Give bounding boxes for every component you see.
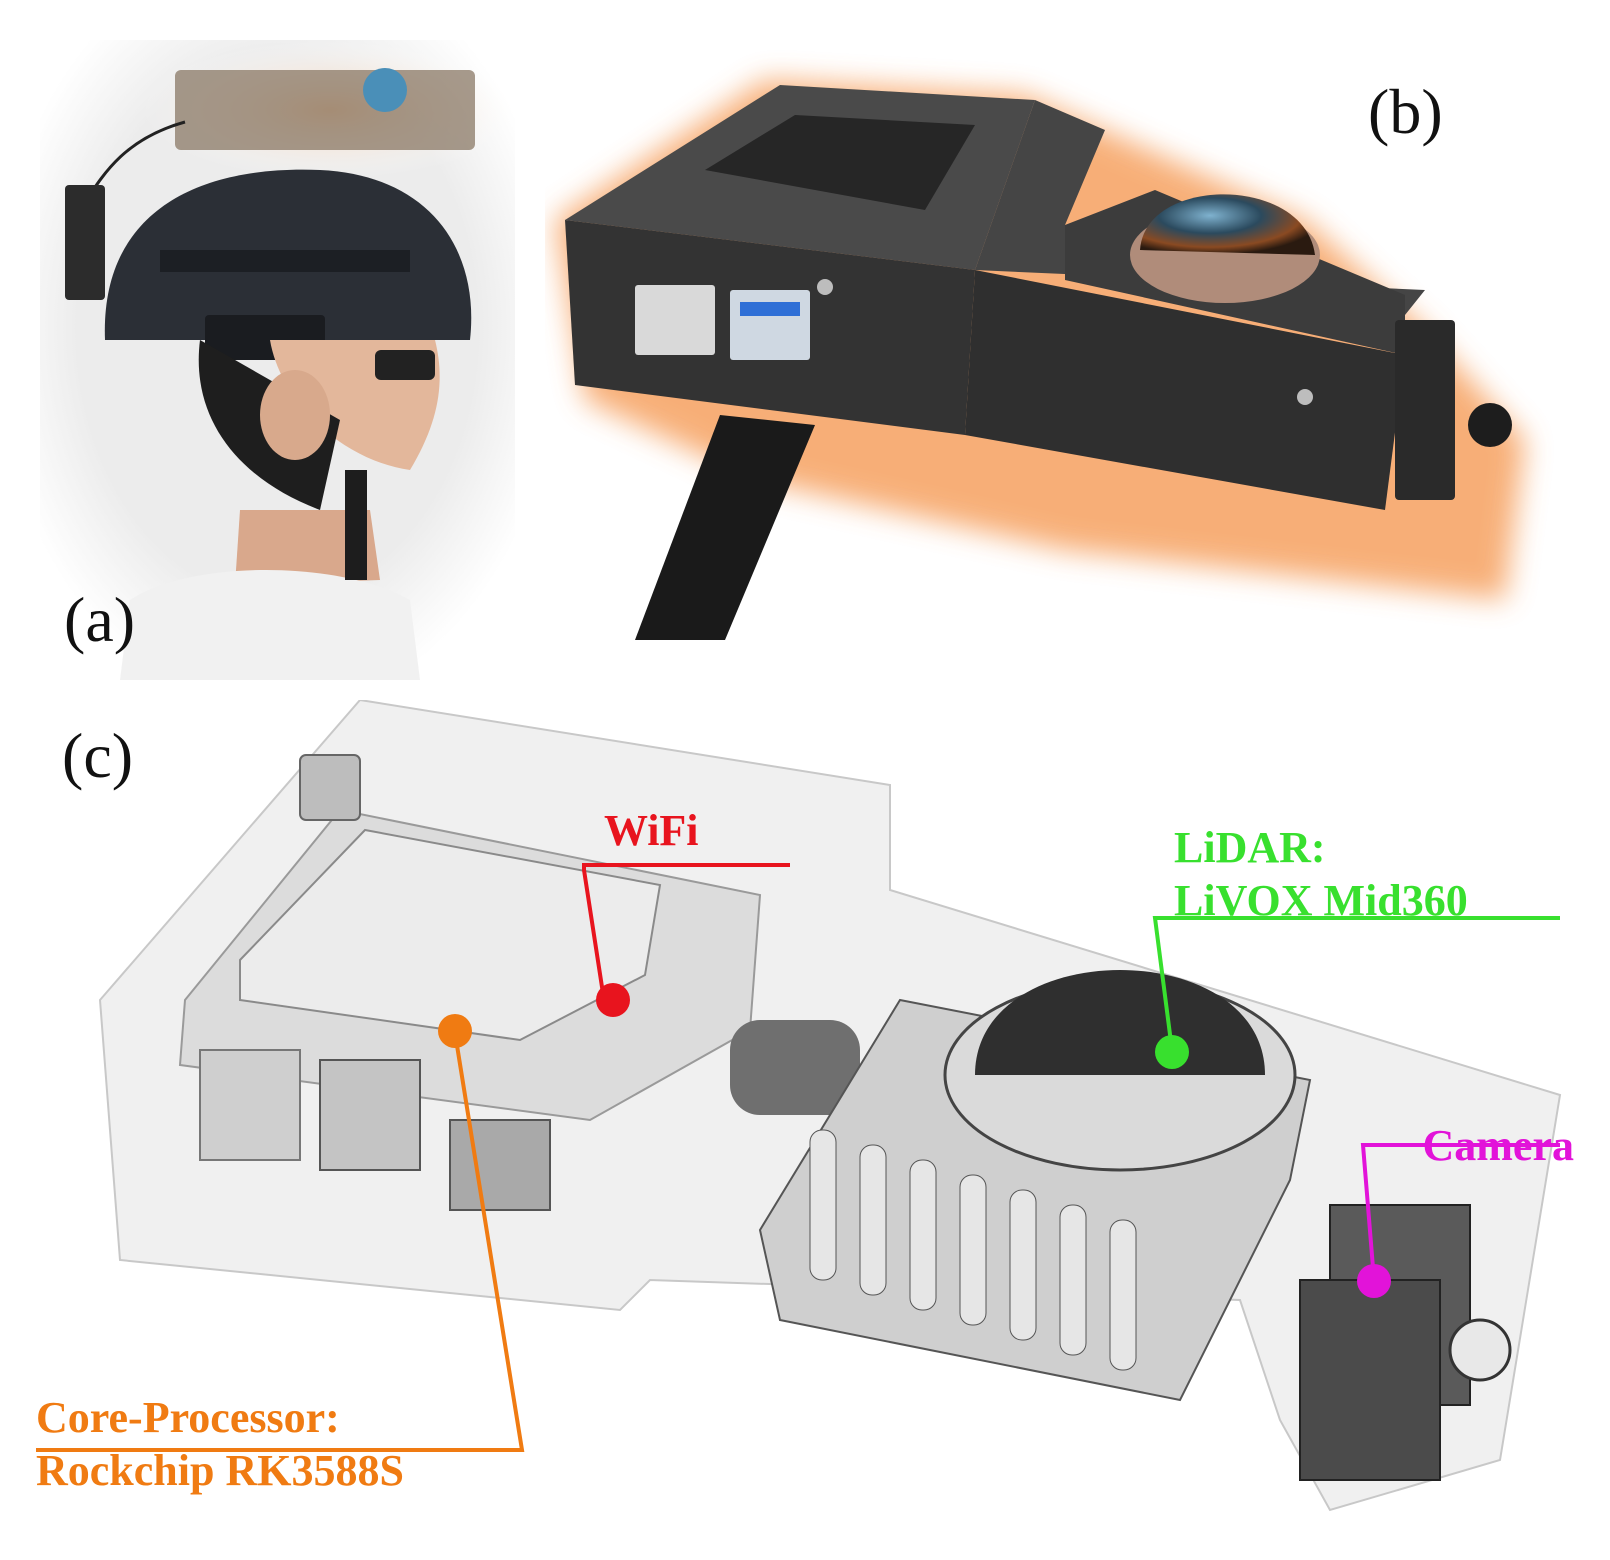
wifi-marker bbox=[596, 983, 630, 1017]
camera-callout-label: Camera bbox=[1422, 1121, 1575, 1170]
panel-b-label: (b) bbox=[1368, 76, 1443, 147]
screw-front bbox=[817, 279, 833, 295]
camera-leader-line bbox=[1360, 1143, 1560, 1281]
lidar-dome bbox=[363, 68, 407, 112]
device-body bbox=[175, 70, 475, 150]
panel-c-label: (c) bbox=[62, 720, 134, 791]
cad-render-illustration bbox=[36, 698, 1562, 1512]
panel-a-photo: (a) bbox=[40, 40, 520, 680]
screw-arm bbox=[1297, 389, 1313, 405]
lidar-dome bbox=[975, 970, 1265, 1075]
arm-side bbox=[965, 270, 1405, 510]
glasses bbox=[375, 350, 435, 380]
chin-strap bbox=[345, 470, 367, 580]
arm-top bbox=[975, 100, 1425, 340]
ethernet-port bbox=[449, 1119, 551, 1211]
shirt bbox=[120, 570, 420, 680]
wifi-callout-label: WiFi bbox=[604, 806, 699, 855]
usb-stack-left bbox=[199, 1049, 301, 1161]
helmet-photo-illustration bbox=[40, 40, 520, 680]
lidar-callout-line1: LiDAR: bbox=[1174, 823, 1326, 872]
lidar-callout-label: LiDAR: LiVOX Mid360 bbox=[1174, 822, 1468, 928]
helmet-rail bbox=[160, 250, 410, 272]
usb-stack-right bbox=[319, 1059, 421, 1171]
camera-lens bbox=[1448, 1318, 1512, 1382]
lidar-fins bbox=[809, 1129, 1137, 1371]
velcro-strap bbox=[635, 415, 815, 640]
lidar-marker bbox=[1155, 1035, 1189, 1069]
core-callout-line2: Rockchip RK3588S bbox=[36, 1445, 404, 1495]
wifi-frame bbox=[239, 828, 662, 1042]
battery-pack bbox=[65, 185, 105, 300]
panel-c-cad: (c) bbox=[0, 698, 1610, 1555]
lidar-dome bbox=[1140, 194, 1315, 255]
ear bbox=[260, 370, 330, 460]
power-jack bbox=[299, 754, 361, 821]
camera-housing bbox=[1299, 1279, 1441, 1481]
lidar-callout-line2: LiVOX Mid360 bbox=[1174, 875, 1468, 925]
core-marker bbox=[438, 1014, 472, 1048]
core-callout-line1: Core-Processor: bbox=[36, 1393, 340, 1442]
core-leader-line bbox=[36, 1032, 525, 1452]
usb-port-left bbox=[635, 285, 715, 355]
neck bbox=[235, 510, 380, 585]
core-processor-callout-label: Core-Processor: Rockchip RK3588S bbox=[36, 1392, 404, 1498]
panel-a-label: (a) bbox=[64, 584, 136, 655]
usb-port-right bbox=[730, 290, 810, 360]
usb3-insert bbox=[740, 302, 800, 316]
box-velcro bbox=[705, 115, 975, 210]
camera-body bbox=[1395, 320, 1455, 500]
panel-b-photo: (b) bbox=[545, 40, 1575, 690]
lidar-leader-line bbox=[1152, 916, 1560, 1051]
wifi-leader-line bbox=[582, 863, 790, 1001]
camera-marker bbox=[1357, 1264, 1391, 1298]
connector-cylinder bbox=[730, 1020, 860, 1115]
camera-lens bbox=[1468, 403, 1512, 447]
device-photo-illustration bbox=[555, 80, 1525, 640]
